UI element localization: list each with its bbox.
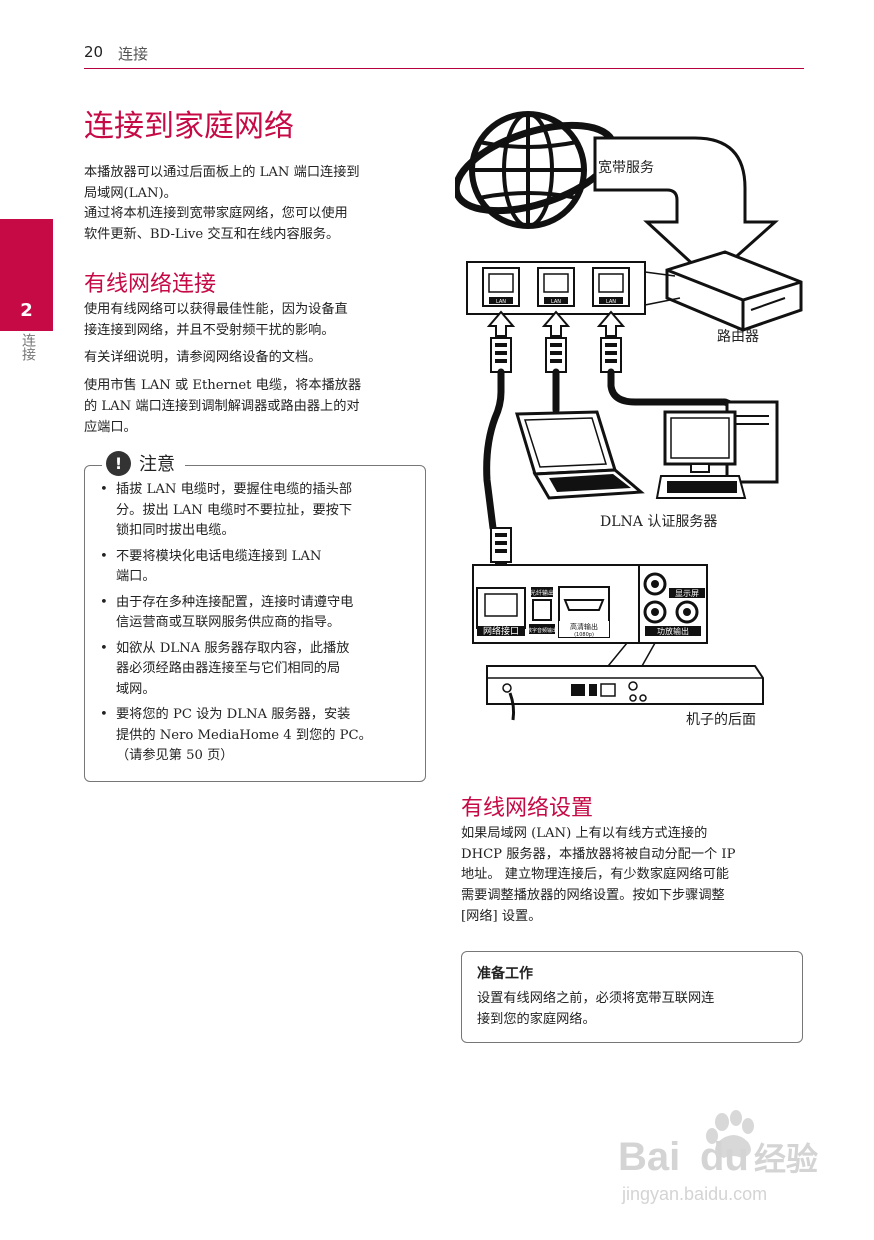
preparation-title: 准备工作 bbox=[477, 966, 533, 982]
hdmi-label: 高清输出 bbox=[570, 622, 598, 631]
broadband-arrow bbox=[593, 136, 779, 283]
setup-heading: 有线网络设置 bbox=[461, 796, 594, 821]
wired-heading: 有线网络连接 bbox=[84, 272, 217, 297]
chapter-number: 2 bbox=[20, 300, 33, 321]
player-rear-label: 机子的后面 bbox=[686, 712, 756, 728]
desktop-pc-icon bbox=[655, 398, 779, 499]
chapter-side-tab bbox=[0, 219, 53, 331]
preparation-text: 设置有线网络之前，必须将宽带互联网连 接到您的家庭网络。 bbox=[477, 991, 715, 1027]
optical-label: 光纤输出 bbox=[530, 589, 554, 597]
baidu-jingyan-watermark: Bai du 经验 jingyan.baidu.com bbox=[618, 1110, 818, 1204]
watermark-brand2: du bbox=[700, 1135, 749, 1179]
wired-paragraph: 使用有线网络可以获得最佳性能，因为设备直 接连接到网络，并且不受射频干扰的影响。 bbox=[84, 302, 348, 338]
chapter-side-label: 连接 bbox=[20, 333, 36, 361]
exclamation-icon: ! bbox=[106, 450, 131, 476]
rear-panel-zoom bbox=[472, 564, 708, 644]
wired-text: 使用有线网络可以获得最佳性能，因为设备直 接连接到网络，并且不受射频干扰的影响。… bbox=[84, 300, 429, 445]
intro-paragraph: 通过将本机连接到宽带家庭网络，您可以使用 软件更新、BD-Live 交互和在线内… bbox=[84, 206, 348, 243]
wired-paragraph: 有关详细说明，请参阅网络设备的文档。 bbox=[84, 350, 322, 366]
note-header: ! 注意 bbox=[102, 450, 185, 476]
router-lan-port bbox=[482, 267, 520, 307]
network-diagram: LAN LAN LAN bbox=[455, 111, 803, 721]
setup-text: 如果局域网 (LAN) 上有以有线方式连接的 DHCP 服务器，本播放器将被自动… bbox=[461, 826, 736, 924]
intro-paragraph: 本播放器可以通过后面板上的 LAN 端口连接到 局域网(LAN)。 bbox=[84, 165, 360, 201]
lan-port-label: LAN bbox=[496, 299, 506, 305]
note-title: 注意 bbox=[139, 454, 175, 475]
ethernet-cables bbox=[483, 368, 729, 532]
wired-paragraph: 使用市售 LAN 或 Ethernet 电缆，将本播放器 的 LAN 端口连接到… bbox=[84, 378, 362, 435]
chapter-title: 连接 bbox=[118, 45, 149, 63]
optical-port bbox=[532, 599, 552, 621]
globe-icon bbox=[455, 111, 618, 229]
note-box bbox=[84, 465, 426, 782]
broadband-label: 宽带服务 bbox=[598, 160, 654, 176]
router-icon bbox=[665, 250, 803, 332]
lan-port-label: LAN bbox=[606, 299, 616, 305]
note-item: 不要将模块化电话电缆连接到 LAN 端口。 bbox=[98, 547, 416, 588]
display-label: 显示屏 bbox=[675, 589, 699, 598]
network-port-label: 网络接口 bbox=[483, 625, 519, 637]
player-rear-icon bbox=[486, 665, 764, 721]
note-item: 由于存在多种连接配置，连接时请遵守电 信运营商或互联网服务供应商的指导。 bbox=[98, 593, 416, 634]
hdmi-sub-label: (1080p) bbox=[574, 632, 594, 638]
page-title: 连接到家庭网络 bbox=[84, 109, 294, 144]
laptop-icon bbox=[514, 410, 645, 500]
digital-audio-label: 数字音频输出 bbox=[527, 627, 557, 634]
router-lan-port bbox=[537, 267, 575, 307]
note-item: 插拔 LAN 电缆时，要握住电缆的插头部 分。拔出 LAN 电缆时不要拉扯，要按… bbox=[98, 480, 416, 542]
lan-port-label: LAN bbox=[551, 299, 561, 305]
header-rule bbox=[84, 68, 804, 69]
router-port-panel: LAN LAN LAN bbox=[466, 261, 681, 315]
up-arrow-icons bbox=[486, 310, 626, 337]
amp-label: 功放输出 bbox=[657, 626, 689, 636]
preparation-box bbox=[461, 951, 803, 1043]
router-label: 路由器 bbox=[717, 329, 759, 345]
paw-icon bbox=[706, 1110, 754, 1158]
cable-plugs bbox=[490, 337, 622, 373]
watermark-url: jingyan.baidu.com bbox=[621, 1184, 767, 1204]
note-item: 要将您的 PC 设为 DLNA 服务器，安装 提供的 Nero MediaHom… bbox=[98, 705, 416, 767]
page-number: 20 bbox=[84, 43, 104, 61]
note-list: 插拔 LAN 电缆时，要握住电缆的插头部 分。拔出 LAN 电缆时不要拉扯，要按… bbox=[98, 480, 416, 772]
router-lan-port bbox=[592, 267, 630, 307]
watermark-cn: 经验 bbox=[754, 1140, 818, 1178]
note-item: 如欲从 DLNA 服务器存取内容，此播放 器必须经路由器连接至与它们相同的局 域… bbox=[98, 639, 416, 701]
watermark-brand: Bai bbox=[618, 1135, 680, 1179]
dlna-server-label: DLNA 认证服务器 bbox=[600, 514, 718, 530]
intro-text: 本播放器可以通过后面板上的 LAN 端口连接到 局域网(LAN)。 通过将本机连… bbox=[84, 163, 429, 246]
